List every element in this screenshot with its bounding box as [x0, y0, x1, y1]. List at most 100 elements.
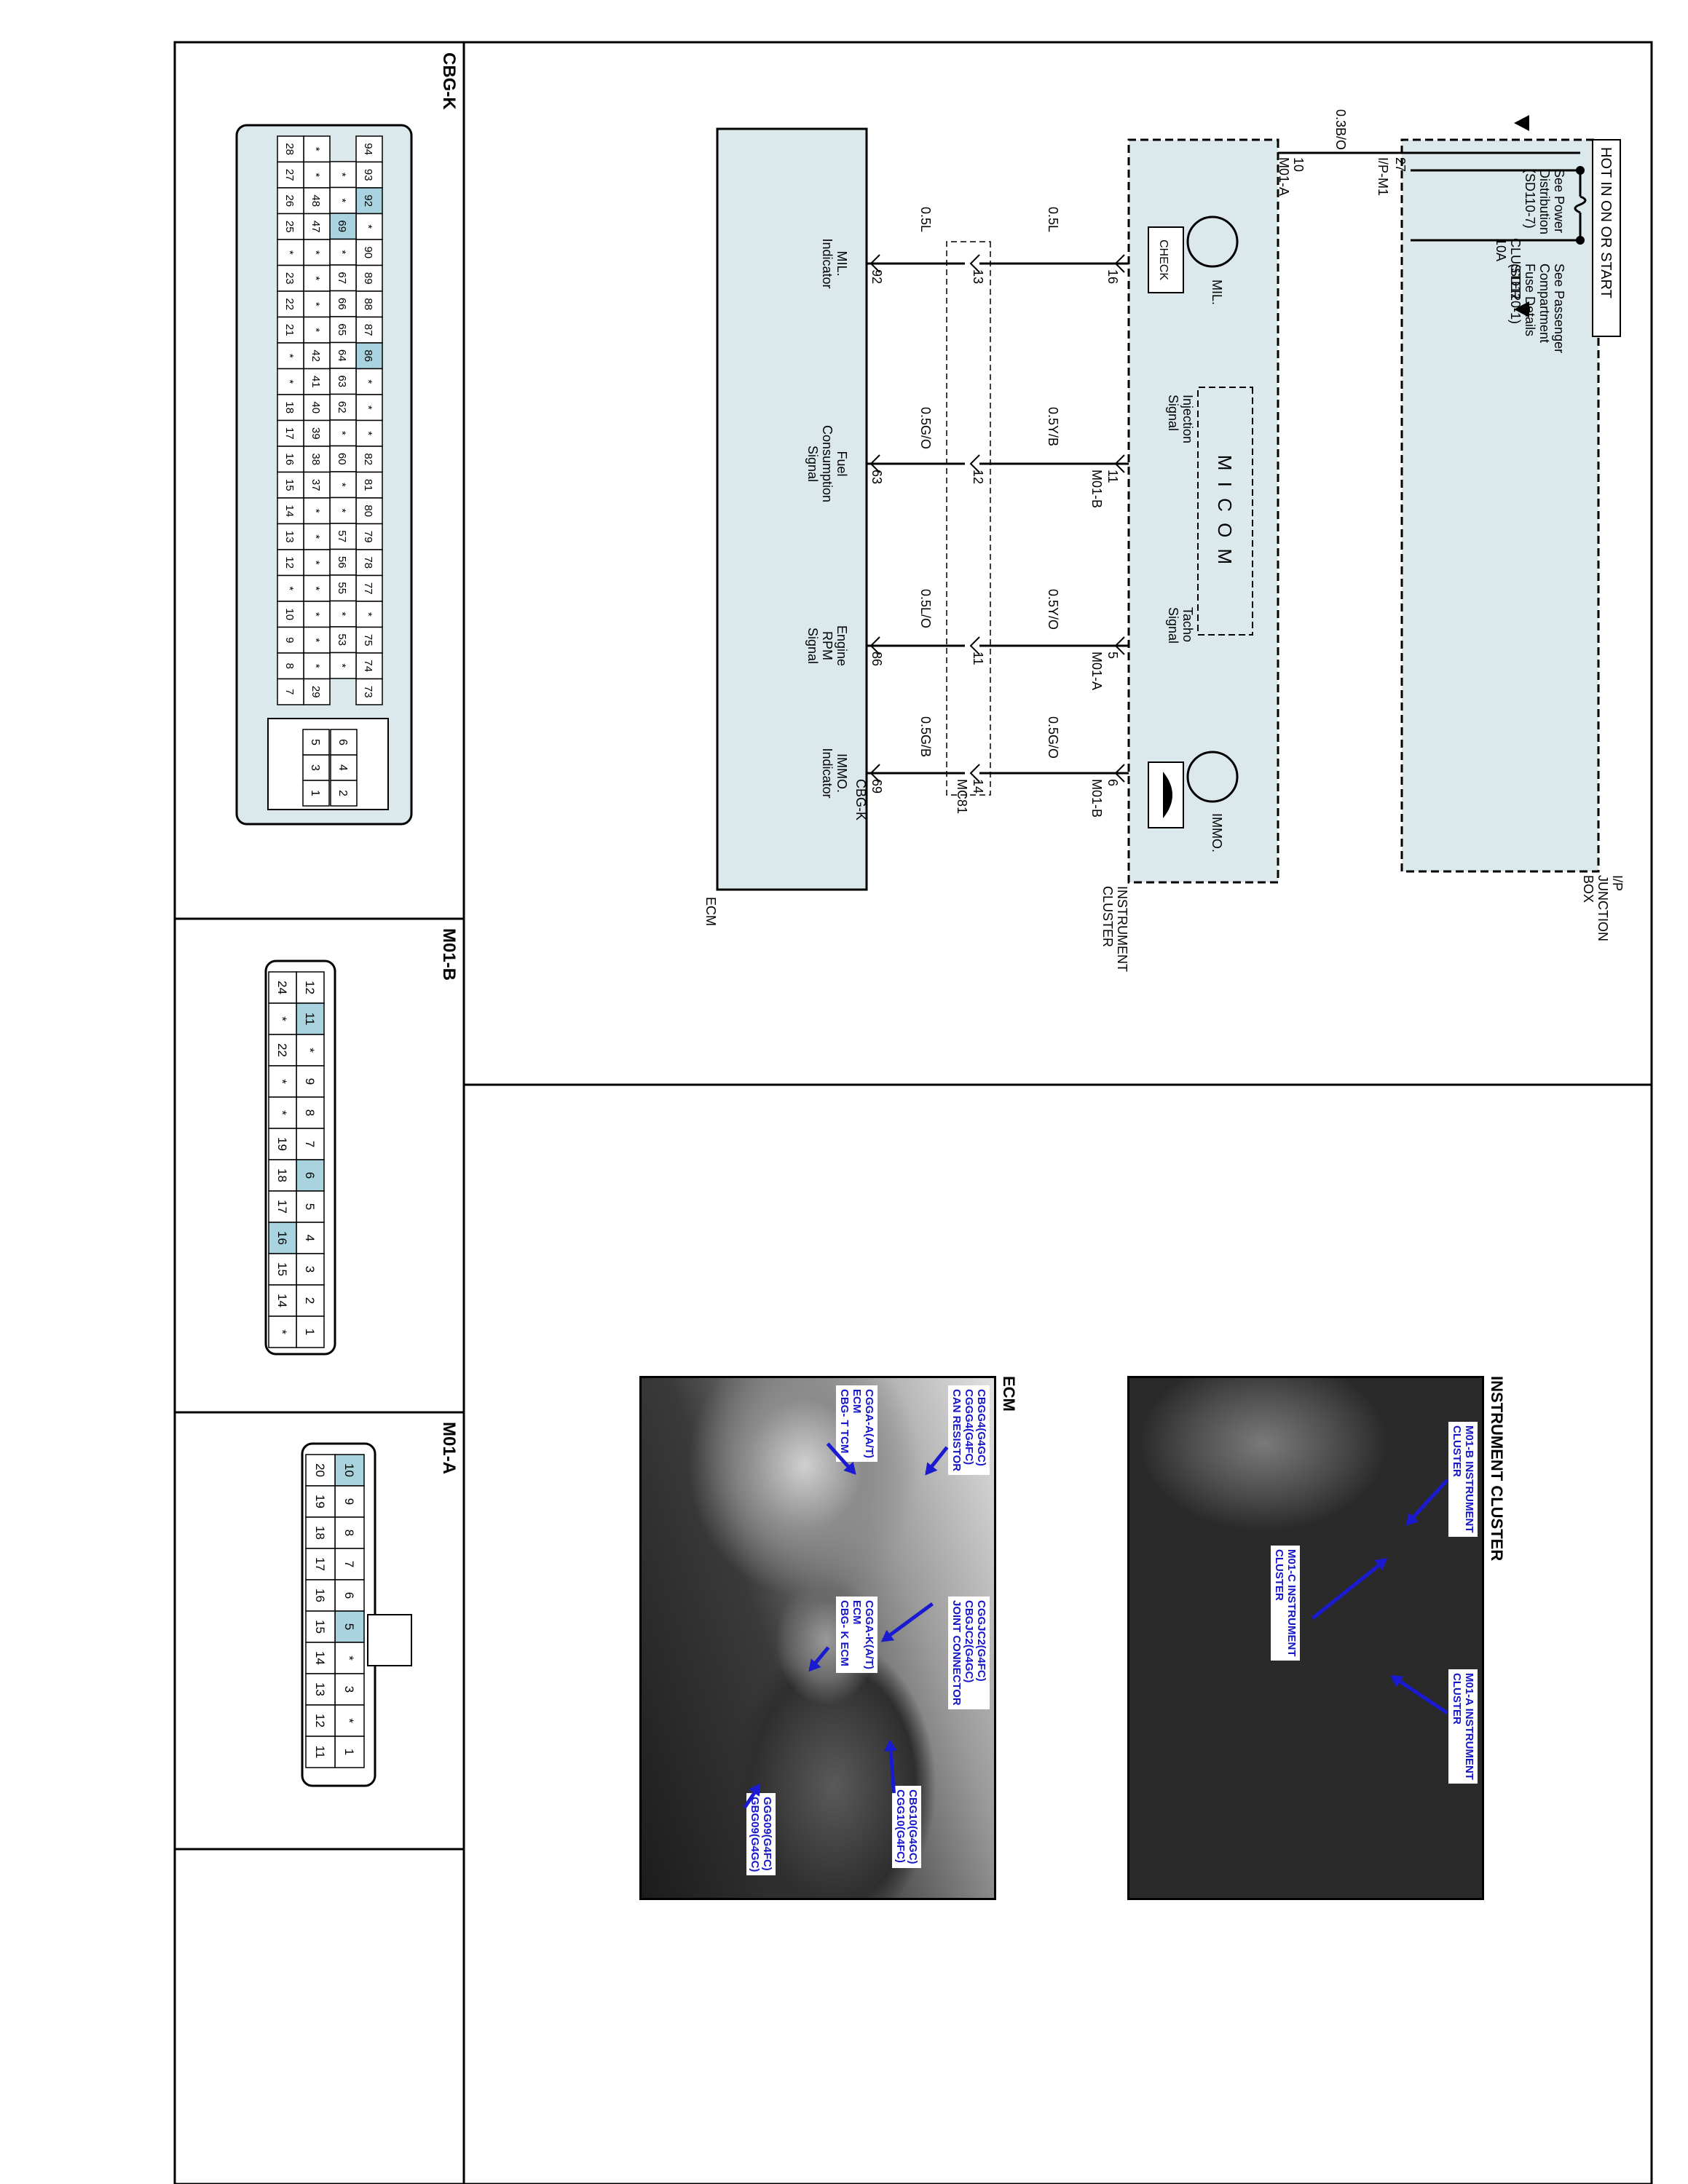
passenger-fuse-note: Fuse Details	[1523, 264, 1537, 336]
pin-label: *	[309, 586, 322, 590]
pin-label: 77	[362, 582, 374, 595]
pin-label: 5	[303, 1203, 317, 1210]
connector-pin	[302, 780, 330, 807]
pin-label: 26	[283, 194, 296, 207]
check-label: CHECK	[1157, 240, 1170, 280]
pin-label: 21	[283, 324, 296, 336]
fuse-label: CLUSTER	[1508, 238, 1523, 299]
ecm-signal-label: RPM	[820, 631, 835, 660]
pin-label: 89	[362, 272, 374, 285]
pin-label: *	[362, 224, 374, 229]
pin-label: *	[336, 663, 348, 668]
pin-number: 14	[971, 779, 985, 794]
connector-chevron-icon	[1114, 254, 1125, 273]
ecm-signal-label: Consumption	[820, 425, 835, 502]
pin-label: *	[309, 638, 322, 642]
power-feed	[1411, 169, 1582, 242]
pin-label: 19	[275, 1137, 289, 1151]
callout-arrow-icon	[882, 1602, 934, 1642]
pin-number: 86	[869, 652, 884, 666]
pin-label: 65	[336, 323, 348, 336]
wire-color: 0.5Y/O	[1046, 589, 1060, 630]
instrument-cluster-name: CLUSTER	[1100, 886, 1115, 947]
pin-label: *	[342, 1655, 356, 1661]
fuse-label: 10A	[1494, 238, 1508, 261]
wire-color: 0.5L	[918, 207, 933, 232]
callout-line: M01-B INSTRUMENT	[1463, 1425, 1475, 1533]
pin-label: 15	[313, 1620, 327, 1634]
ecm-signal-label: Engine	[835, 625, 849, 666]
pin-label: 10	[342, 1463, 356, 1477]
pin-label: 6	[303, 1172, 317, 1179]
tacho-signal-label: Tacho	[1180, 607, 1195, 642]
pin-label: 14	[275, 1294, 289, 1307]
pin-label: 87	[362, 324, 374, 336]
pin-label: 16	[275, 1231, 289, 1245]
pin-label: 47	[309, 221, 322, 233]
pin-label: 81	[362, 479, 374, 491]
callout-line: CLUSTER	[1451, 1425, 1463, 1477]
callout-line: CBG- K ECM	[838, 1600, 851, 1666]
pin-number: 27	[1393, 157, 1408, 172]
pin-label: *	[309, 612, 322, 617]
pin-label: 28	[283, 143, 296, 155]
pin-label: 7	[283, 689, 296, 695]
junction-box-label: See PowerDistribution(SD110-7)CLUSTER10A…	[1494, 169, 1625, 941]
pin-number: 92	[869, 269, 884, 284]
pin-label: *	[275, 1110, 289, 1115]
injection-signal-label: Injection	[1180, 395, 1195, 443]
pin-label: 16	[283, 453, 296, 465]
passenger-fuse-note: (SD120-1)	[1508, 264, 1523, 324]
ecm-signal-label: IMMO.	[835, 753, 849, 793]
pin-label: 57	[336, 530, 348, 542]
pin-label: 9	[303, 1078, 317, 1085]
pin-label: 17	[275, 1200, 289, 1214]
connector-id: I/P-M1	[1376, 157, 1390, 196]
pin-label: 79	[362, 531, 374, 543]
callout-line: CGGA-K(A/T)	[863, 1600, 875, 1669]
pin-label: 42	[309, 349, 322, 362]
pin-label: 1	[303, 1329, 317, 1335]
connector-chevron-icon	[869, 636, 880, 655]
connector-title: CBG-K	[439, 52, 459, 110]
callout-line: CGGJC2(G4FC)	[975, 1600, 987, 1682]
pin-label: 2	[303, 1297, 317, 1304]
wire-color: 0.5G/O	[918, 407, 933, 449]
pin-label: 13	[313, 1682, 327, 1696]
wire-color: 0.5G/B	[918, 716, 933, 757]
pin-label: *	[309, 561, 322, 565]
connector-chevron-icon	[969, 636, 980, 655]
ecm-signal-label: Indicator	[820, 238, 835, 288]
ecm-signal-label: MIL.	[835, 250, 849, 276]
ecm-signal-label: Fuel	[835, 451, 849, 476]
arrow-down-icon	[1514, 115, 1529, 131]
pin-label: 41	[309, 376, 322, 388]
pin-label: 94	[362, 143, 374, 155]
pin-label: 90	[362, 246, 374, 258]
callout-line: CGGG4(G4FC)	[963, 1389, 975, 1465]
power-distribution-note: See Power	[1552, 169, 1566, 233]
pin-number: 16	[1105, 269, 1120, 284]
circuit-schematic: HOT IN ON OR START See PowerDistribution…	[703, 109, 1625, 972]
pin-label: *	[283, 586, 296, 590]
connector-chevron-icon	[969, 254, 980, 273]
pin-label: 2	[336, 790, 349, 796]
junction-box-name: I/P	[1610, 875, 1625, 891]
pin-label: 7	[342, 1561, 356, 1567]
pin-label: *	[283, 250, 296, 255]
pin-label: 55	[336, 582, 348, 594]
car-key-icon	[1163, 772, 1172, 818]
pin-label: *	[309, 664, 322, 668]
instrument-cluster-name: INSTRUMENT	[1115, 886, 1129, 972]
callout-line: CGG10(G4FC)	[894, 1789, 907, 1863]
pin-label: 24	[275, 981, 289, 994]
pin-label: 4	[303, 1235, 317, 1241]
callout-line: GBG09(G4GC)	[749, 1797, 761, 1872]
connector-id: CBG-K	[853, 779, 868, 820]
injection-signal-label: Signal	[1166, 395, 1180, 431]
